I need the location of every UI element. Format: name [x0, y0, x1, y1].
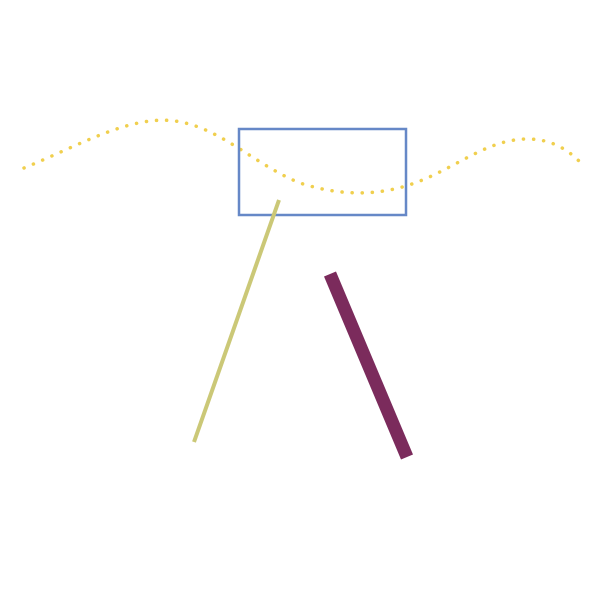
- dotted-wave-curve: [22, 118, 582, 195]
- thick-diagonal-line: [324, 271, 413, 460]
- thin-diagonal-line: [192, 199, 281, 443]
- outlined-rectangle: [237, 127, 408, 217]
